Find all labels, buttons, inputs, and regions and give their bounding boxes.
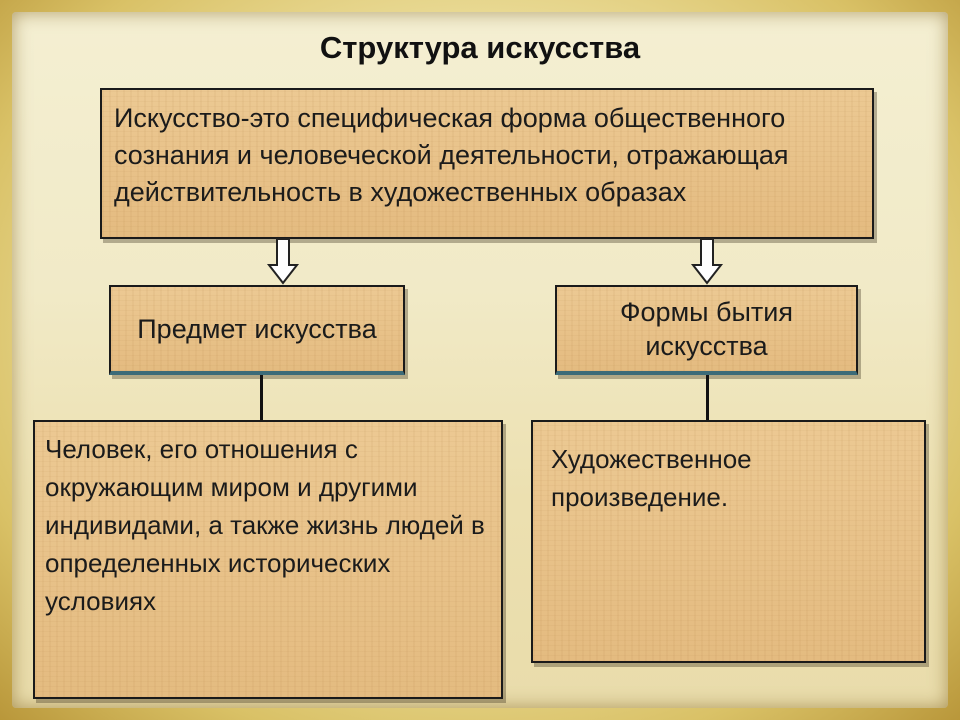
arrow-down-left-icon — [266, 238, 300, 285]
definition-box: Искусство-это специфическая форма общест… — [100, 88, 874, 239]
detail-subject-text: Человек, его отношения с окружающим миро… — [45, 434, 485, 616]
definition-text: Искусство-это специфическая форма общест… — [114, 103, 789, 207]
connector-left — [260, 375, 263, 420]
heading-subject-label: Предмет искусства — [137, 314, 377, 344]
detail-forms-text: Художественное произведение. — [551, 444, 752, 512]
arrow-down-right-icon — [690, 238, 724, 285]
heading-forms-box: Формы бытия искусства — [555, 285, 858, 375]
heading-forms-label: Формы бытия искусства — [620, 297, 793, 361]
connector-right — [706, 375, 709, 420]
detail-forms-box: Художественное произведение. — [531, 420, 926, 663]
detail-subject-box: Человек, его отношения с окружающим миро… — [33, 420, 503, 699]
heading-subject-box: Предмет искусства — [109, 285, 405, 375]
slide-title: Структура искусства — [319, 30, 641, 65]
